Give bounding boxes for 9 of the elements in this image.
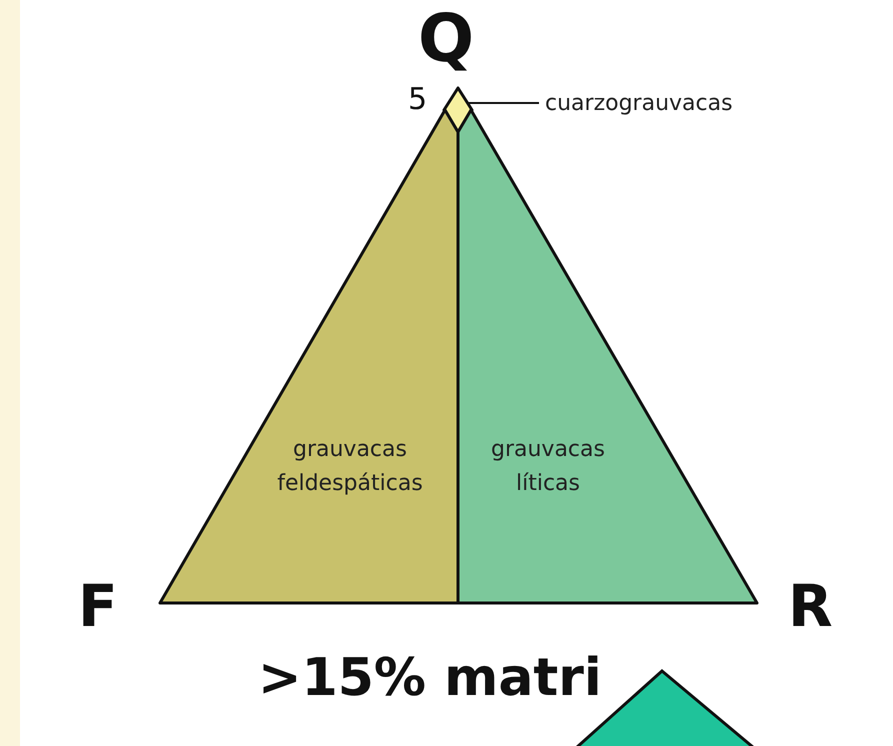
region-label: grauvacas feldespáticas: [276, 436, 424, 498]
tick-value: 5: [408, 82, 428, 117]
vertex-label: R: [788, 572, 833, 640]
vertex-label: Q: [418, 0, 474, 77]
region-label: grauvacas líticas: [490, 436, 606, 498]
vertex-label: F: [78, 572, 118, 640]
field-label: cuarzograuvacas: [545, 90, 734, 118]
caption-text: >15% matri: [258, 648, 602, 708]
leader-line: [466, 102, 539, 104]
